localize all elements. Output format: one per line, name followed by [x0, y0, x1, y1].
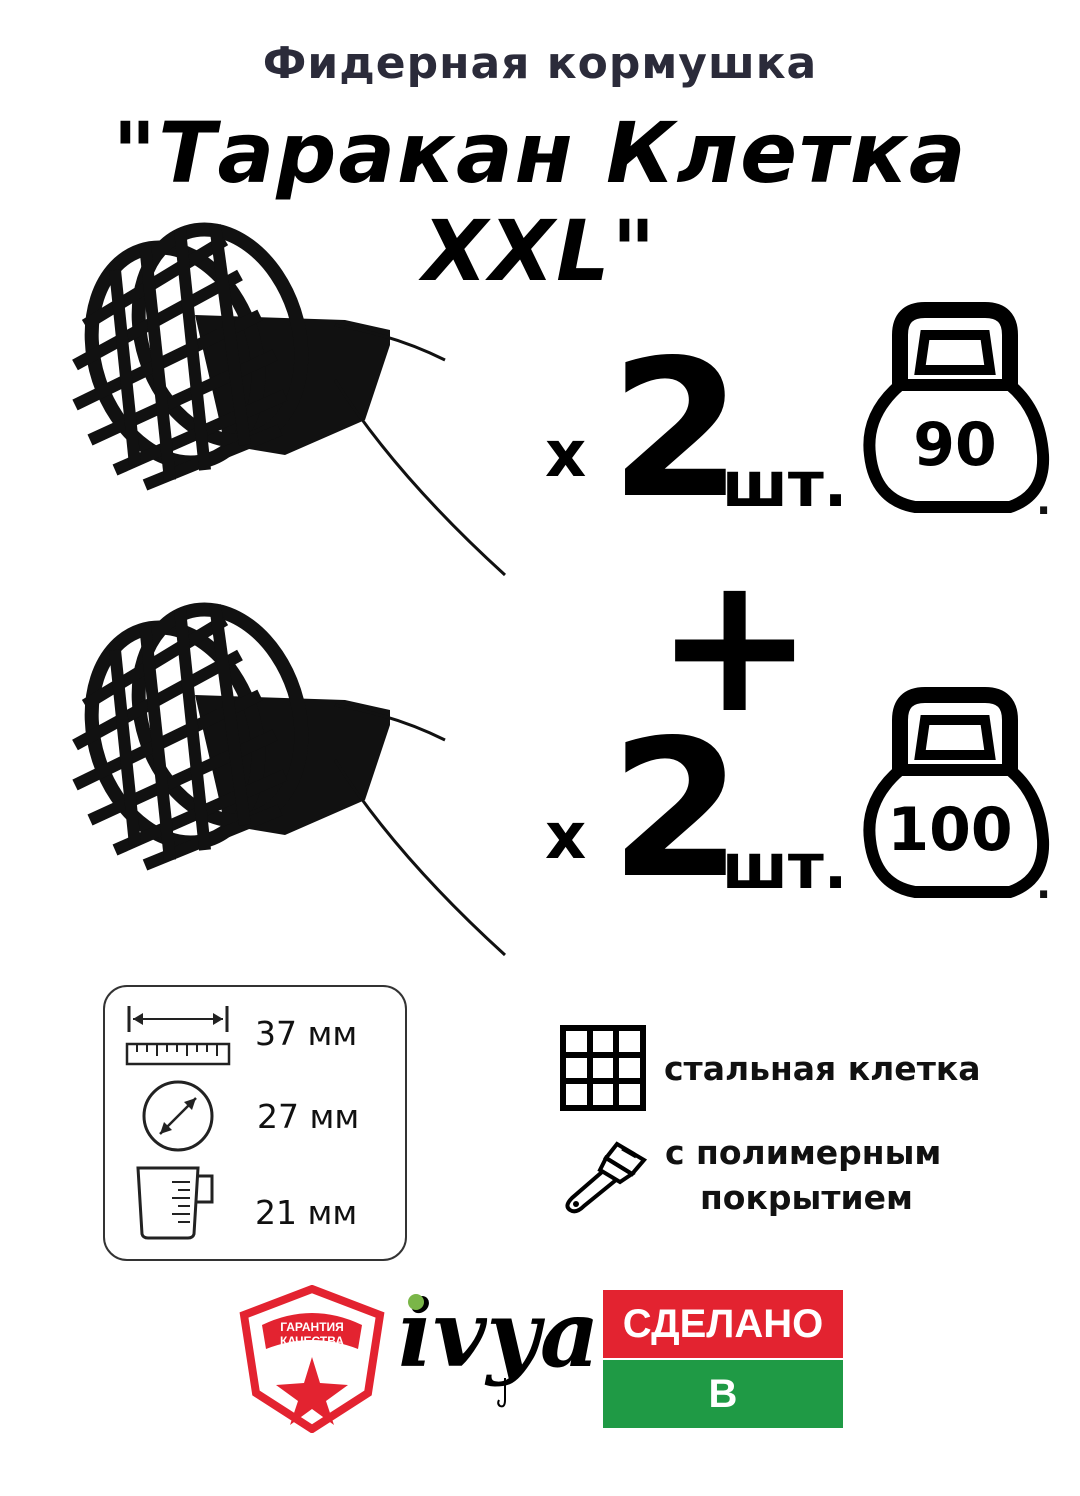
- brand-logo: ivya: [398, 1288, 599, 1380]
- multiplier-1: x: [545, 418, 587, 492]
- feature-polymer-coating-line2: покрытием: [700, 1178, 913, 1217]
- count-1: 2: [610, 319, 743, 540]
- ruler-icon: [125, 1006, 231, 1066]
- kettlebell-icon: [863, 302, 1050, 513]
- quality-line2: КАЧЕСТВА: [280, 1334, 344, 1348]
- measuring-cup-icon: [136, 1166, 214, 1240]
- unit-1: шт.: [722, 448, 848, 521]
- feature-polymer-coating-line1: с полимерным: [665, 1133, 942, 1172]
- spec-diameter: 27 мм: [257, 1097, 360, 1136]
- kettlebell-icon: [863, 687, 1050, 898]
- brand-dot: [408, 1294, 424, 1310]
- made-in-label: СДЕЛАНО: [603, 1290, 843, 1358]
- specs-panel: [103, 985, 407, 1261]
- product-title: "Таракан Клетка XXL": [112, 104, 968, 300]
- grid-icon: [560, 1025, 646, 1111]
- weight-value-2: 100: [887, 795, 1013, 865]
- suffix-1: .: [1036, 478, 1052, 524]
- multiplier-2: x: [545, 800, 587, 874]
- paint-brush-icon: [565, 1141, 648, 1214]
- brand-name: ivya: [398, 1280, 600, 1388]
- feeder-image-1: [72, 222, 507, 577]
- plus-sign: +: [655, 534, 815, 755]
- made-in-country: В БЕЛАРУСИ: [603, 1360, 843, 1484]
- count-2: 2: [610, 699, 743, 920]
- spec-volume: 21 мм: [255, 1193, 358, 1232]
- unit-2: шт.: [722, 830, 848, 903]
- quality-guarantee-badge: ГАРАНТИЯ КАЧЕСТВА: [239, 1285, 385, 1433]
- feature-steel-cage: стальная клетка: [664, 1049, 981, 1088]
- diameter-icon: [142, 1080, 214, 1152]
- title-line-1: Фидерная кормушка: [262, 38, 818, 89]
- feeder-image-2: [72, 602, 507, 957]
- quality-line1: ГАРАНТИЯ: [280, 1320, 344, 1334]
- suffix-2: .: [1036, 862, 1052, 908]
- weight-value-1: 90: [913, 410, 997, 480]
- fish-hook-icon: [497, 1378, 506, 1408]
- spec-length: 37 мм: [255, 1014, 358, 1053]
